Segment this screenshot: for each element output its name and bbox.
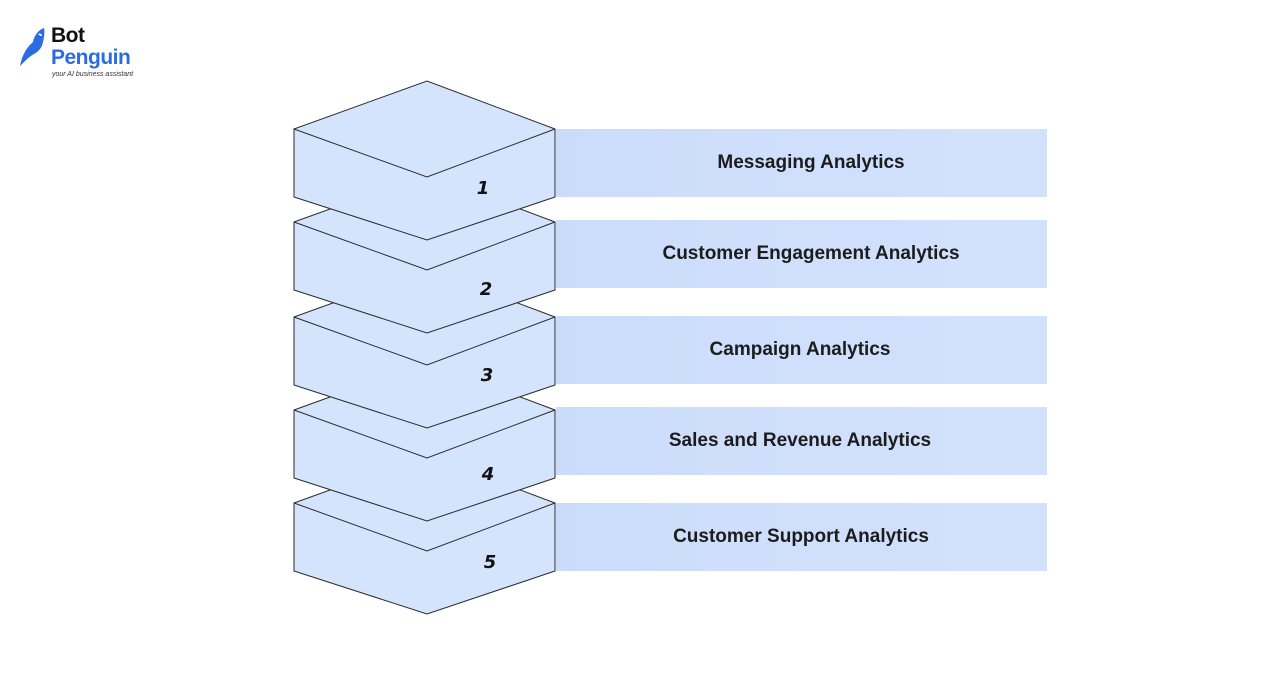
bot-penguin-logo: Bot Penguin your AI business assistant — [18, 24, 158, 84]
layer-label-5: Customer Support Analytics — [673, 526, 929, 547]
layer-band-3: Campaign Analytics — [556, 316, 1047, 384]
layer-label-3: Campaign Analytics — [709, 339, 891, 360]
layer-number-3: 3 — [481, 365, 494, 386]
layer-number-4: 4 — [481, 464, 495, 485]
penguin-icon — [20, 28, 45, 66]
layer-number-1: 1 — [477, 178, 490, 199]
layer-band-5: Customer Support Analytics — [556, 503, 1047, 571]
logo-text-bot: Bot — [51, 24, 85, 47]
layer-label-4: Sales and Revenue Analytics — [668, 430, 932, 451]
layer-band-1: Messaging Analytics — [556, 129, 1047, 197]
layer-band-4: Sales and Revenue Analytics — [556, 407, 1047, 475]
layer-band-2: Customer Engagement Analytics — [556, 220, 1047, 288]
layer-block-top-edge-3 — [293, 316, 556, 366]
layer-block-top-edge-5 — [293, 502, 556, 552]
logo-tagline: your AI business assistant — [52, 71, 134, 78]
layer-block-top-edge-2 — [293, 221, 556, 271]
layer-number-2: 2 — [480, 279, 493, 300]
layer-block-body-1 — [293, 80, 556, 241]
logo-text-penguin: Penguin — [51, 46, 131, 69]
layer-number-5: 5 — [484, 552, 497, 573]
layer-label-1: Messaging Analytics — [717, 152, 905, 173]
layer-label-2: Customer Engagement Analytics — [662, 243, 960, 264]
layer-block-top-edge-4 — [293, 409, 556, 459]
layer-block-1: 1 — [293, 80, 556, 241]
layer-block-top-edge-1 — [293, 128, 556, 178]
